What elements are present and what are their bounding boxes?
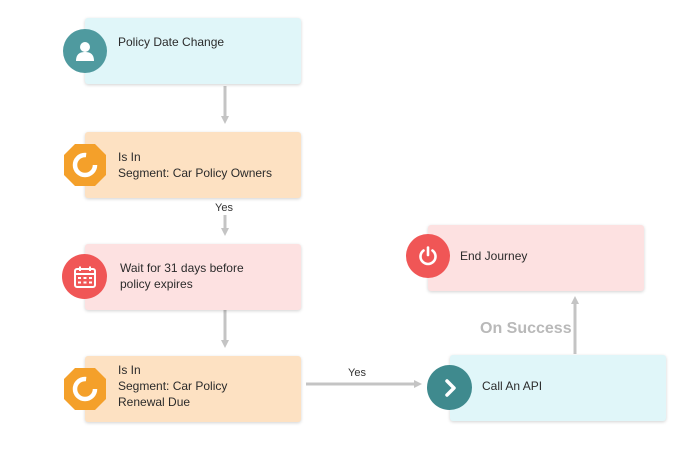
node-label-line: Wait for 31 days before [120,261,244,275]
chevron-right-icon [427,365,472,410]
node-call-an-api[interactable]: Call An API [450,355,666,421]
node-label-line: Is In [118,363,141,377]
node-label-line: Segment: Car Policy [118,379,228,393]
edge-label-yes-renewal: Yes [348,367,366,379]
node-segment-car-policy-renewal-due[interactable]: Is In Segment: Car Policy Renewal Due [85,356,301,422]
node-label-line: policy expires [120,277,193,291]
segment-icon [62,366,108,412]
node-label-line: Segment: Car Policy Owners [118,166,273,180]
node-label: End Journey [460,248,527,264]
node-segment-car-policy-owners[interactable]: Is In Segment: Car Policy Owners [85,132,301,198]
node-end-journey[interactable]: End Journey [428,225,644,291]
node-label: Policy Date Change [118,34,224,50]
node-label-line: Policy Date Change [118,35,225,49]
segment-icon [62,142,108,188]
node-label: Wait for 31 days before policy expires [120,260,244,292]
node-label: Is In Segment: Car Policy Owners [118,149,272,181]
node-label-line: Renewal Due [118,395,191,409]
node-label-line: End Journey [460,249,528,263]
power-icon [406,234,450,278]
calendar-icon [62,254,107,299]
node-wait-31-days[interactable]: Wait for 31 days before policy expires [85,244,301,310]
user-icon [63,29,107,73]
edge-label-yes-owners: Yes [215,202,233,214]
node-label: Call An API [482,378,542,394]
node-label: Is In Segment: Car Policy Renewal Due [118,362,227,410]
node-policy-date-change[interactable]: Policy Date Change [85,18,301,84]
edge-label-on-success: On Success [480,320,572,337]
node-label-line: Call An API [482,379,543,393]
node-label-line: Is In [118,150,141,164]
